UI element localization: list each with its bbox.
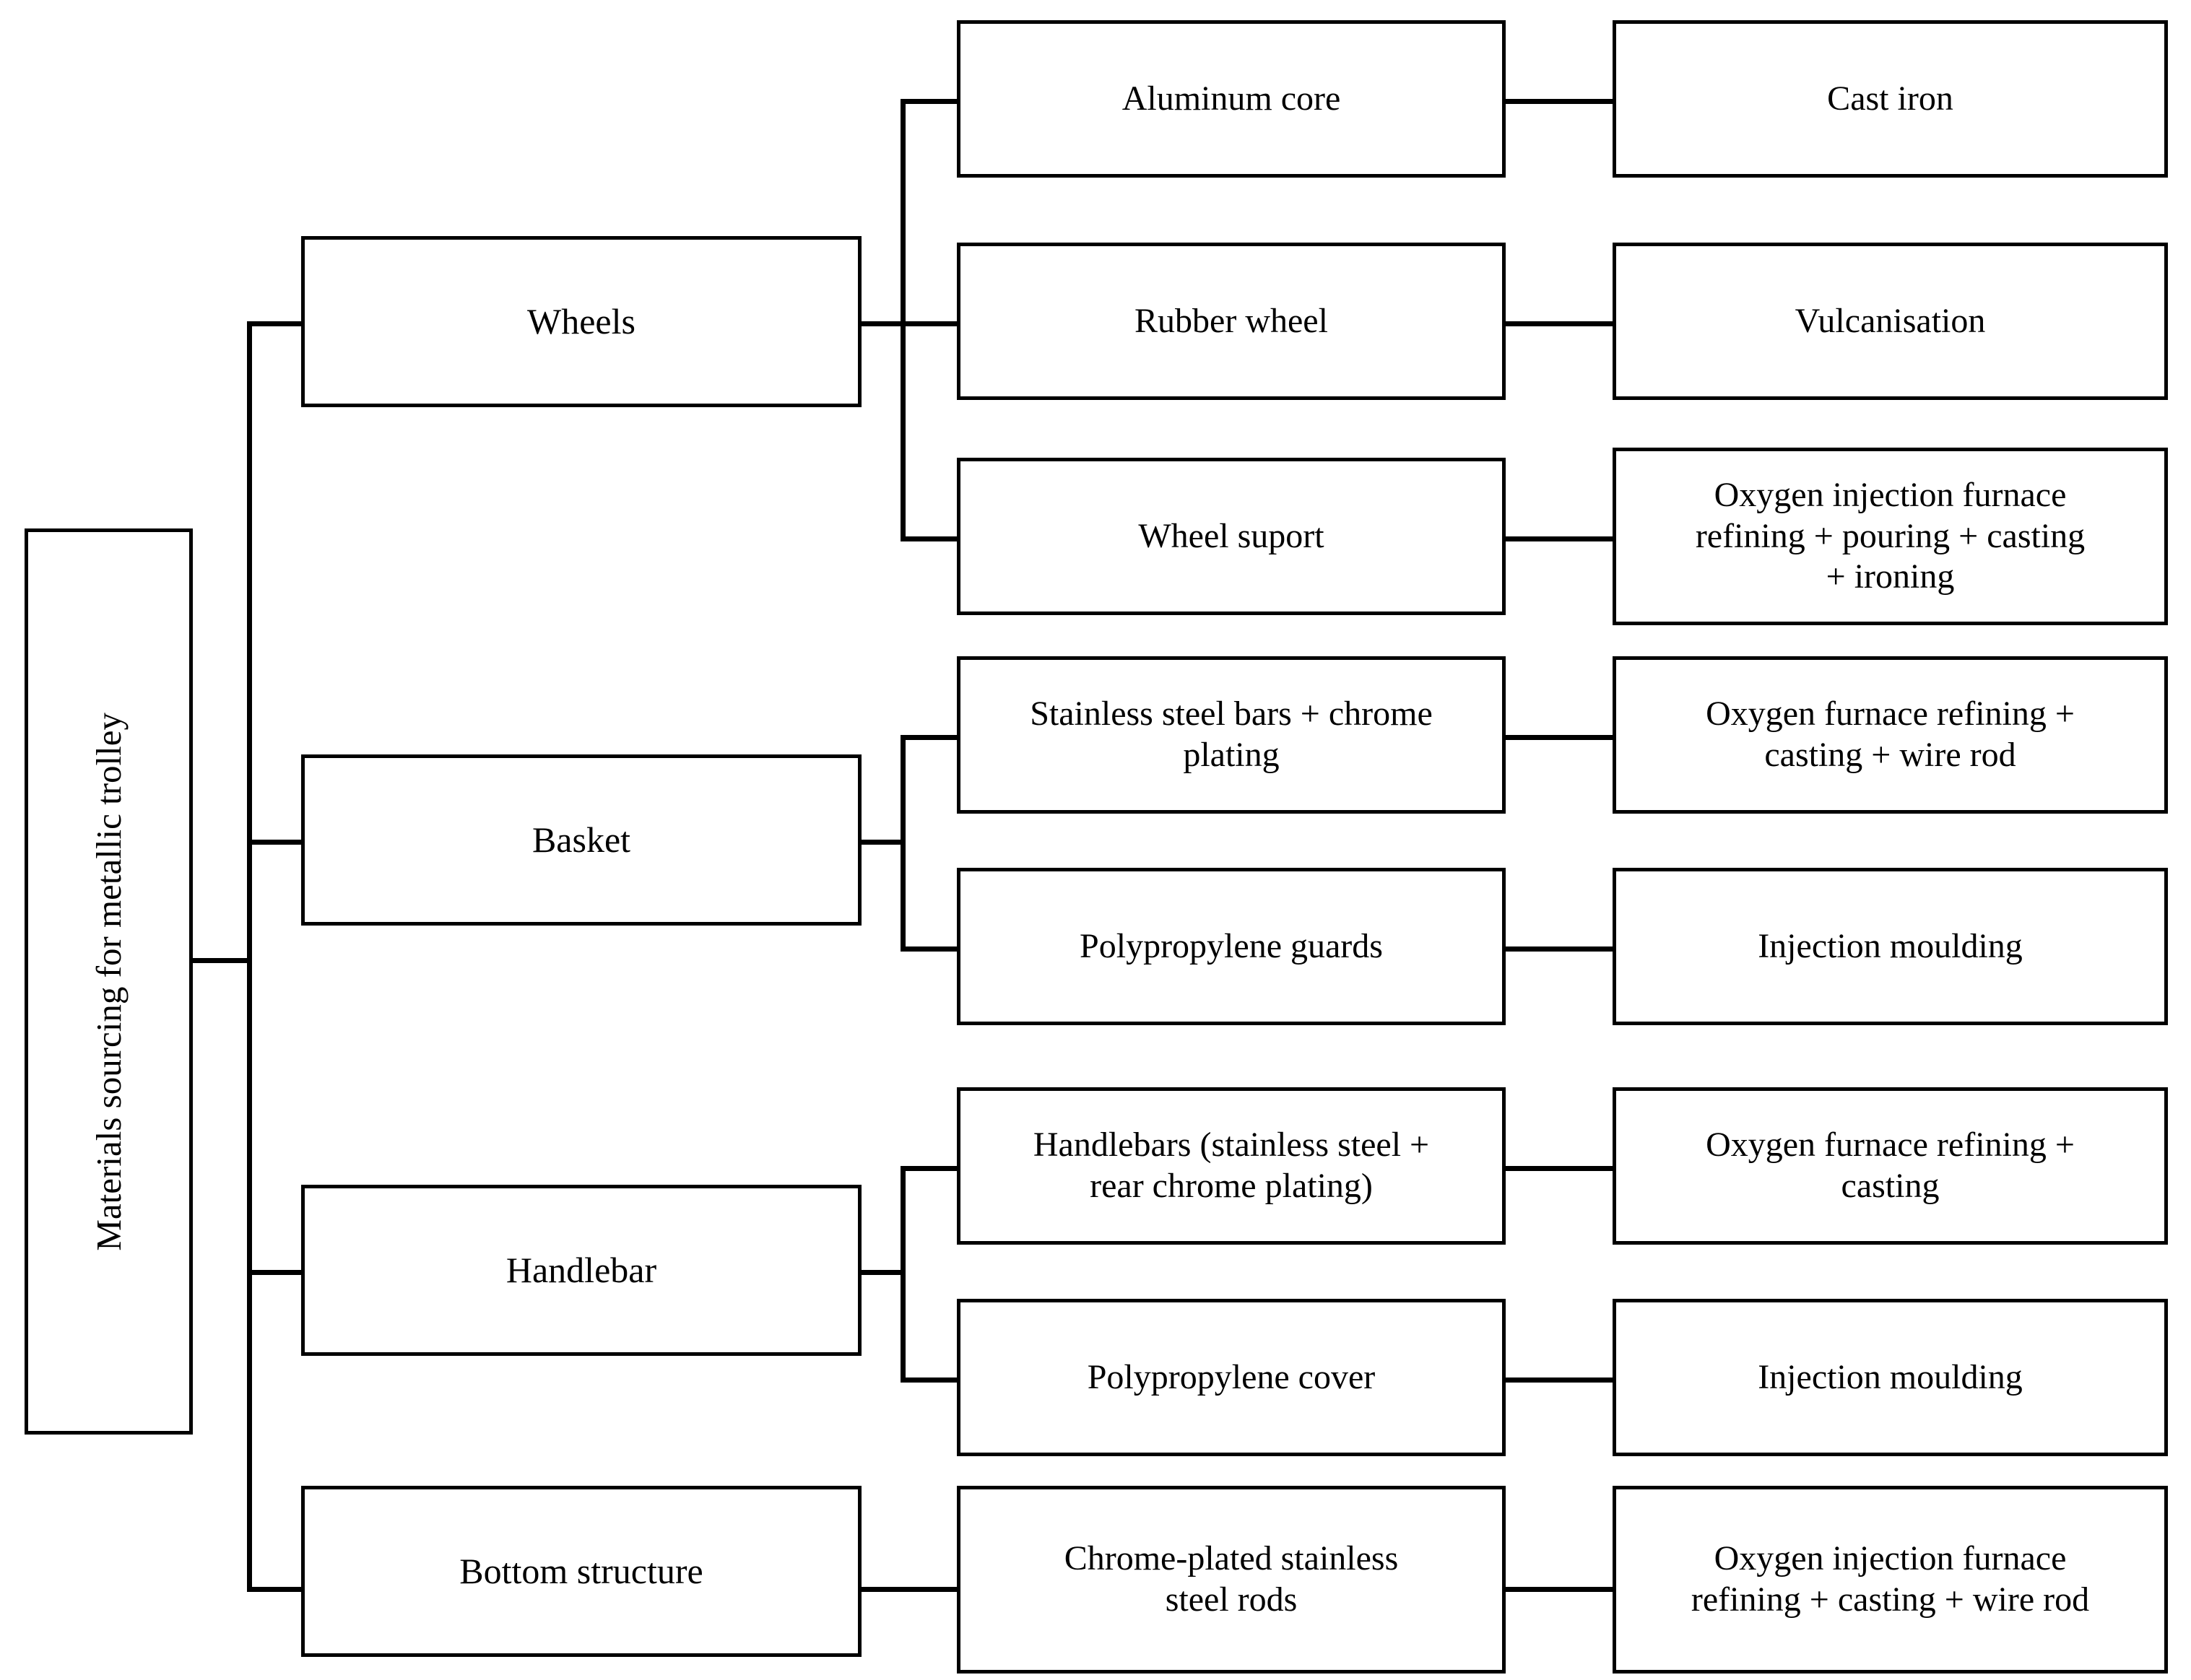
connector-pp-guards-to-injection-moulding: [1503, 946, 1615, 952]
node-process-vulcanisation[interactable]: Vulcanisation: [1613, 243, 2168, 400]
node-component-handlebar-label: Handlebar: [506, 1250, 657, 1290]
connector-basket-bus: [901, 735, 906, 952]
connector-wheels-stub: [859, 321, 904, 326]
node-process-oxygen-furnace-casting[interactable]: Oxygen furnace refining + casting: [1613, 1087, 2168, 1245]
node-process-oxygen-furnace-wire-rod[interactable]: Oxygen furnace refining + casting + wire…: [1613, 656, 2168, 814]
node-process-oxygen-injection-wire-rod[interactable]: Oxygen injection furnace refining + cast…: [1613, 1486, 2168, 1674]
node-process-oxygen-furnace-wire-rod-label: Oxygen furnace refining + casting + wire…: [1706, 695, 2075, 774]
node-material-polypropylene-cover[interactable]: Polypropylene cover: [957, 1299, 1506, 1456]
connector-steel-rods-to-oxygen-injection: [1503, 1587, 1615, 1592]
node-material-aluminum-core[interactable]: Aluminum core: [957, 20, 1506, 178]
node-process-cast-iron[interactable]: Cast iron: [1613, 20, 2168, 178]
node-component-wheels-label: Wheels: [527, 301, 635, 341]
node-process-injection-moulding-basket[interactable]: Injection moulding: [1613, 868, 2168, 1025]
connector-handlebar-bus: [901, 1166, 906, 1383]
node-material-polypropylene-guards[interactable]: Polypropylene guards: [957, 868, 1506, 1025]
connector-aluminum-core-to-cast-iron: [1503, 99, 1615, 104]
node-material-handlebars[interactable]: Handlebars (stainless steel + rear chrom…: [957, 1087, 1506, 1245]
node-process-cast-iron-label: Cast iron: [1827, 79, 1953, 118]
node-material-polypropylene-guards-label: Polypropylene guards: [1080, 926, 1383, 965]
connector-bottom-structure-to-steel-rods: [859, 1587, 959, 1592]
connector-wheel-suport-to-oxygen-injection: [1503, 536, 1615, 541]
node-root-label: Materials sourcing for metallic trolley: [88, 712, 129, 1251]
node-process-oxygen-injection-wire-rod-label: Oxygen injection furnace refining + cast…: [1691, 1539, 2090, 1619]
node-process-injection-moulding-basket-label: Injection moulding: [1758, 926, 2023, 965]
node-component-basket[interactable]: Basket: [301, 754, 862, 926]
node-material-rubber-wheel[interactable]: Rubber wheel: [957, 243, 1506, 400]
connector-bus-to-basket: [247, 840, 303, 845]
connector-root-stub: [193, 958, 252, 963]
node-material-wheel-suport[interactable]: Wheel suport: [957, 458, 1506, 615]
node-material-aluminum-core-label: Aluminum core: [1121, 79, 1341, 118]
node-component-handlebar[interactable]: Handlebar: [301, 1185, 862, 1356]
node-process-oxygen-injection-ironing-label: Oxygen injection furnace refining + pour…: [1695, 476, 2086, 596]
connector-basket-stub: [859, 840, 904, 845]
connector-bus-to-handlebar: [247, 1270, 303, 1275]
connector-handlebar-to-handlebars: [901, 1166, 959, 1171]
node-material-handlebars-label: Handlebars (stainless steel + rear chrom…: [1033, 1126, 1430, 1205]
node-component-bottom-structure-label: Bottom structure: [459, 1551, 703, 1591]
node-process-oxygen-injection-ironing[interactable]: Oxygen injection furnace refining + pour…: [1613, 448, 2168, 625]
node-process-vulcanisation-label: Vulcanisation: [1795, 301, 1986, 340]
node-material-chrome-plated-steel-rods-label: Chrome-plated stainless steel rods: [1064, 1539, 1399, 1619]
connector-wheels-bus: [901, 99, 906, 541]
connector-bus-to-wheels: [247, 321, 303, 326]
connector-handlebar-to-pp-cover: [901, 1377, 959, 1383]
connector-basket-to-steel-bars: [901, 735, 959, 740]
node-process-injection-moulding-handlebar[interactable]: Injection moulding: [1613, 1299, 2168, 1456]
connector-wheels-to-rubber-wheel: [901, 321, 959, 326]
connector-handlebar-stub: [859, 1270, 904, 1275]
node-material-rubber-wheel-label: Rubber wheel: [1134, 301, 1328, 340]
node-component-bottom-structure[interactable]: Bottom structure: [301, 1486, 862, 1657]
connector-rubber-wheel-to-vulcanisation: [1503, 321, 1615, 326]
node-material-stainless-steel-bars[interactable]: Stainless steel bars + chrome plating: [957, 656, 1506, 814]
connector-bus-to-bottom-structure: [247, 1587, 303, 1592]
connector-pp-cover-to-injection-moulding: [1503, 1377, 1615, 1383]
connector-root-bus: [247, 321, 252, 1592]
node-material-stainless-steel-bars-label: Stainless steel bars + chrome plating: [1030, 695, 1433, 774]
node-material-wheel-suport-label: Wheel suport: [1138, 516, 1324, 555]
node-root[interactable]: Materials sourcing for metallic trolley: [25, 528, 193, 1435]
connector-handlebars-to-oxygen-furnace: [1503, 1166, 1615, 1171]
node-component-wheels[interactable]: Wheels: [301, 236, 862, 407]
node-material-polypropylene-cover-label: Polypropylene cover: [1087, 1357, 1376, 1396]
node-process-oxygen-furnace-casting-label: Oxygen furnace refining + casting: [1706, 1126, 2075, 1205]
connector-steel-bars-to-oxygen-furnace: [1503, 735, 1615, 740]
node-process-injection-moulding-handlebar-label: Injection moulding: [1758, 1357, 2023, 1396]
node-component-basket-label: Basket: [532, 819, 631, 860]
node-material-chrome-plated-steel-rods[interactable]: Chrome-plated stainless steel rods: [957, 1486, 1506, 1674]
connector-wheels-to-wheel-suport: [901, 536, 959, 541]
connector-basket-to-pp-guards: [901, 946, 959, 952]
connector-wheels-to-aluminum-core: [901, 99, 959, 104]
